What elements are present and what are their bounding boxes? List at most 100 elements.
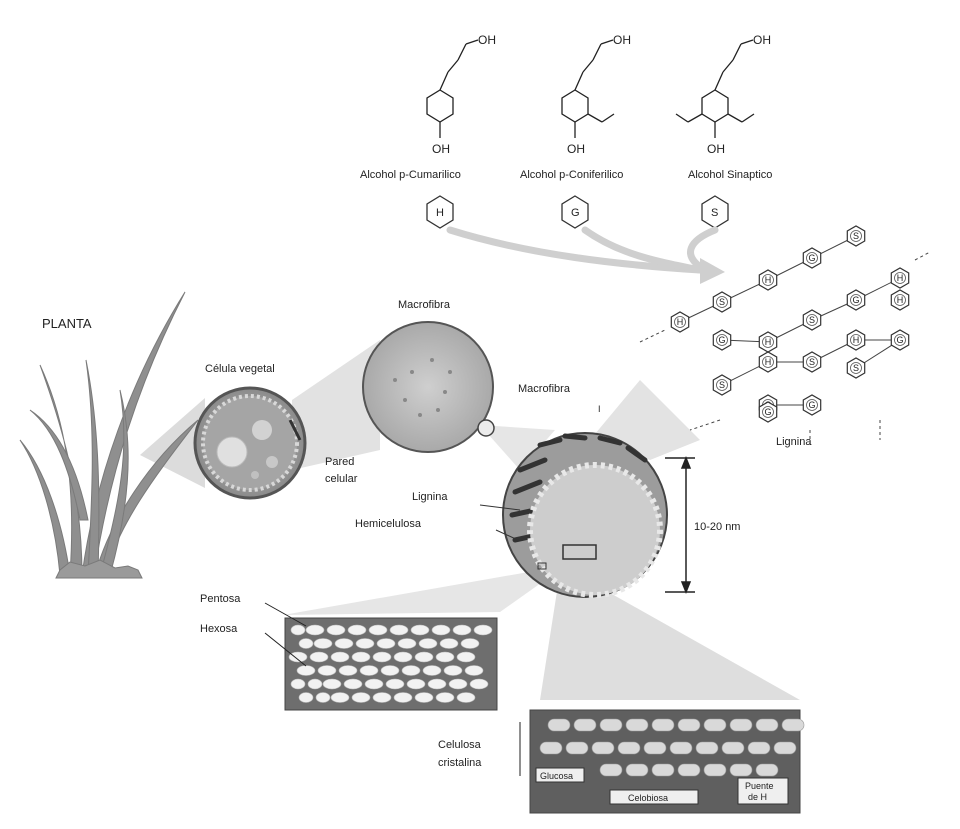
sugar-unit (457, 693, 475, 703)
lignin-unit-label: H (765, 337, 772, 347)
sugar-unit (423, 666, 441, 676)
sugar-unit (381, 666, 399, 676)
glucose-unit (540, 742, 562, 754)
glucose-unit (678, 764, 700, 776)
lignin-unit-label: H (765, 275, 772, 285)
cellobiose-label: Celobiosa (628, 793, 668, 803)
sugar-unit (352, 652, 370, 662)
glucose-unit (704, 719, 726, 731)
dimension-label: 10-20 nm (694, 521, 740, 533)
sugar-unit (318, 666, 336, 676)
coniferyl-name: Alcohol p-Coniferilico (520, 169, 623, 181)
sinapyl-name: Alcohol Sinaptico (688, 169, 772, 181)
sugar-unit (377, 639, 395, 649)
sugar-unit (360, 666, 378, 676)
sugar-unit (289, 652, 307, 662)
glucose-unit (756, 719, 778, 731)
glucose-unit (618, 742, 640, 754)
sugar-unit (390, 625, 408, 635)
sugar-unit (436, 693, 454, 703)
dimension-bracket (665, 458, 695, 592)
sugar-unit (457, 652, 475, 662)
unit-s-label: S (711, 207, 718, 219)
sinapyl-bottom-group: OH (707, 142, 725, 156)
glucose-unit (626, 764, 648, 776)
sugar-unit (291, 625, 305, 635)
sugar-unit (331, 693, 349, 703)
sugar-unit (314, 639, 332, 649)
sugar-unit (331, 652, 349, 662)
lignin-unit-label: G (764, 407, 771, 417)
sugar-unit (291, 679, 305, 689)
cell-wall-label-2: celular (325, 473, 358, 485)
sugar-unit (465, 666, 483, 676)
cellulose-label-2: cristalina (438, 757, 482, 769)
lignin-unit-label: S (853, 231, 859, 241)
sugar-unit (299, 693, 313, 703)
sugar-unit (394, 693, 412, 703)
sugar-unit (474, 625, 492, 635)
glucose-unit (574, 719, 596, 731)
sugar-unit (449, 679, 467, 689)
glucose-unit (592, 742, 614, 754)
sugar-unit (297, 666, 315, 676)
glucose-unit (548, 719, 570, 731)
sugar-unit (306, 625, 324, 635)
lignin-unit-label: H (765, 357, 772, 367)
glucose-label: Glucosa (540, 771, 573, 781)
sugar-unit (365, 679, 383, 689)
glucose-unit (730, 764, 752, 776)
sugar-unit (373, 693, 391, 703)
sugar-unit (440, 639, 458, 649)
sugar-unit (398, 639, 416, 649)
plant-cell-label: Célula vegetal (205, 363, 275, 375)
lignin-chain-end (690, 420, 720, 430)
arrow-head (700, 258, 725, 284)
pentose-label: Pentosa (200, 593, 241, 605)
glucose-unit (670, 742, 692, 754)
coniferyl-top-group: OH (613, 33, 631, 47)
sugar-unit (352, 693, 370, 703)
lignin-chain-end (915, 252, 930, 260)
lignin-unit-label: H (897, 273, 904, 283)
sugar-unit (356, 639, 374, 649)
cellulose-label-1: Celulosa (438, 739, 482, 751)
glucose-unit (774, 742, 796, 754)
glucose-unit (644, 742, 666, 754)
sugar-unit (323, 679, 341, 689)
sugar-unit (308, 679, 322, 689)
lignin-unit-label: S (719, 380, 725, 390)
lignin-unit-label: S (809, 357, 815, 367)
lignin-unit-label: G (896, 335, 903, 345)
sugar-unit (461, 639, 479, 649)
hemicellulose-label: Hemicelulosa (355, 518, 422, 530)
glucose-unit (678, 719, 700, 731)
glucose-unit (782, 719, 804, 731)
macrofibril-side-label: Macrofibra (518, 383, 571, 395)
lignin-unit-label: H (853, 335, 860, 345)
glucose-unit (566, 742, 588, 754)
plant-cell (195, 388, 305, 498)
lignin-unit-label: H (677, 317, 684, 327)
lignin-chain-end (640, 330, 665, 342)
lignin-unit-label: S (719, 297, 725, 307)
macrofibril (363, 322, 494, 452)
lignin-unit-label: G (718, 335, 725, 345)
sugar-unit (386, 679, 404, 689)
sugar-unit (335, 639, 353, 649)
h-bridge-label-1: Puente (745, 781, 774, 791)
sugar-unit (369, 625, 387, 635)
coniferyl-bottom-group: OH (567, 142, 585, 156)
coumaryl-bottom-group: OH (432, 142, 450, 156)
lignin-unit-label: G (808, 400, 815, 410)
sugar-unit (339, 666, 357, 676)
sugar-unit (444, 666, 462, 676)
sinapyl-alcohol-structure (676, 40, 754, 138)
lignin-network: SHGSHSGHHGSHGSHGSGGH (640, 226, 930, 445)
lignin-network-label: Lignina (776, 436, 812, 448)
sinapyl-top-group: OH (753, 33, 771, 47)
sugar-unit (453, 625, 471, 635)
sugar-unit (299, 639, 313, 649)
hexose-label: Hexosa (200, 623, 238, 635)
